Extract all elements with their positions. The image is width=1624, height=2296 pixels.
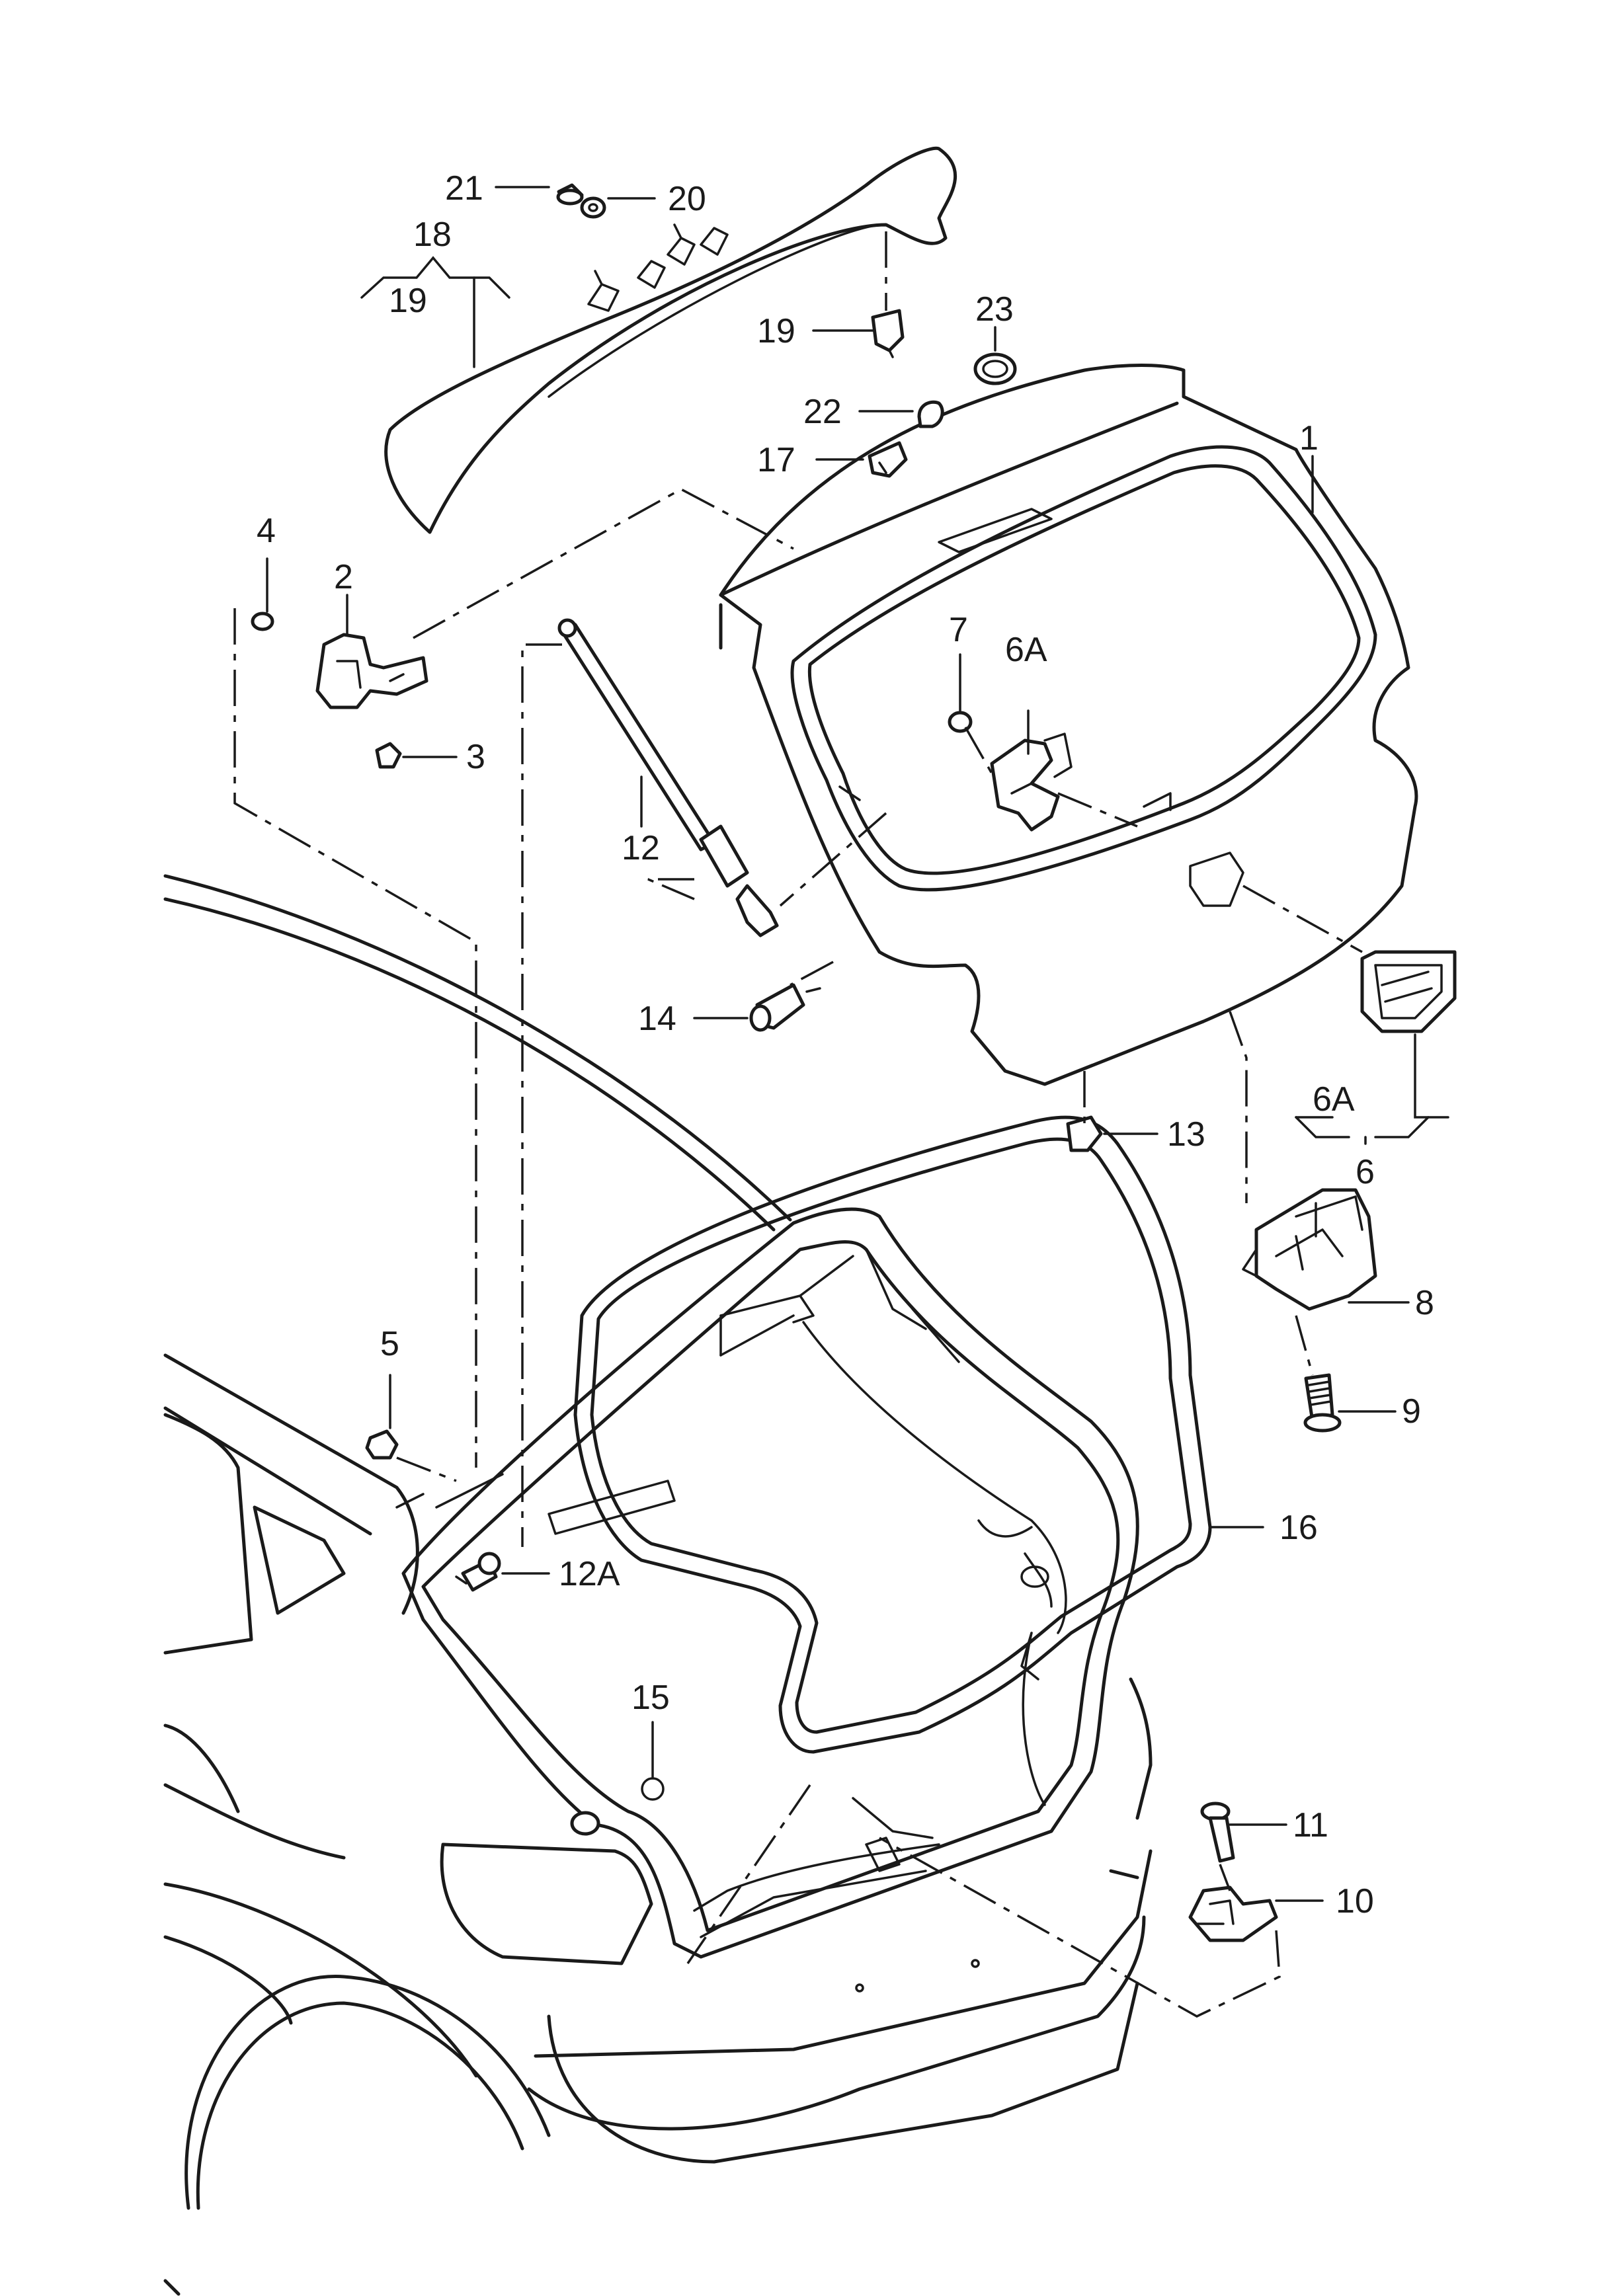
callout-13: 13 [1167, 1115, 1205, 1154]
callout-2: 2 [334, 558, 353, 596]
callout-7: 7 [949, 611, 968, 649]
callout-4: 4 [257, 512, 276, 550]
callout-6: 6 [1356, 1153, 1375, 1191]
callout-8: 8 [1415, 1284, 1434, 1322]
callout-18: 18 [413, 216, 452, 254]
callout-23: 23 [975, 290, 1014, 329]
callout-6A-lower: 6A [1313, 1080, 1355, 1119]
callout-15: 15 [631, 1679, 670, 1717]
rear-spoiler [384, 146, 957, 534]
callout-19-bracket: 19 [389, 282, 427, 320]
callout-14: 14 [638, 1000, 676, 1038]
callout-1: 1 [1299, 419, 1319, 457]
callout-3: 3 [466, 738, 485, 776]
callout-11: 11 [1293, 1806, 1328, 1844]
callout-12: 12 [622, 829, 660, 867]
trunk-opening [395, 1207, 1139, 1959]
callout-5: 5 [380, 1325, 399, 1363]
callout-22: 22 [803, 393, 842, 431]
callout-labels: 1 2 3 4 5 6 6A 6A 7 8 9 10 11 12 12A 13 … [257, 169, 1434, 1920]
callout-21: 21 [445, 169, 483, 208]
small-parts [251, 183, 1457, 1942]
leader-lines [266, 186, 1449, 1902]
callout-19: 19 [757, 312, 795, 350]
assembly-lines [233, 231, 1363, 2018]
callout-17: 17 [757, 441, 795, 479]
callout-10: 10 [1336, 1882, 1374, 1920]
car-body [163, 874, 1153, 2296]
callout-9: 9 [1402, 1392, 1421, 1431]
callout-6A-upper: 6A [1005, 631, 1047, 669]
tailgate [719, 364, 1418, 1086]
tailgate-seal [573, 1115, 1212, 1754]
callout-20: 20 [668, 180, 706, 218]
callout-16: 16 [1279, 1509, 1318, 1547]
callout-12A: 12A [559, 1555, 620, 1593]
